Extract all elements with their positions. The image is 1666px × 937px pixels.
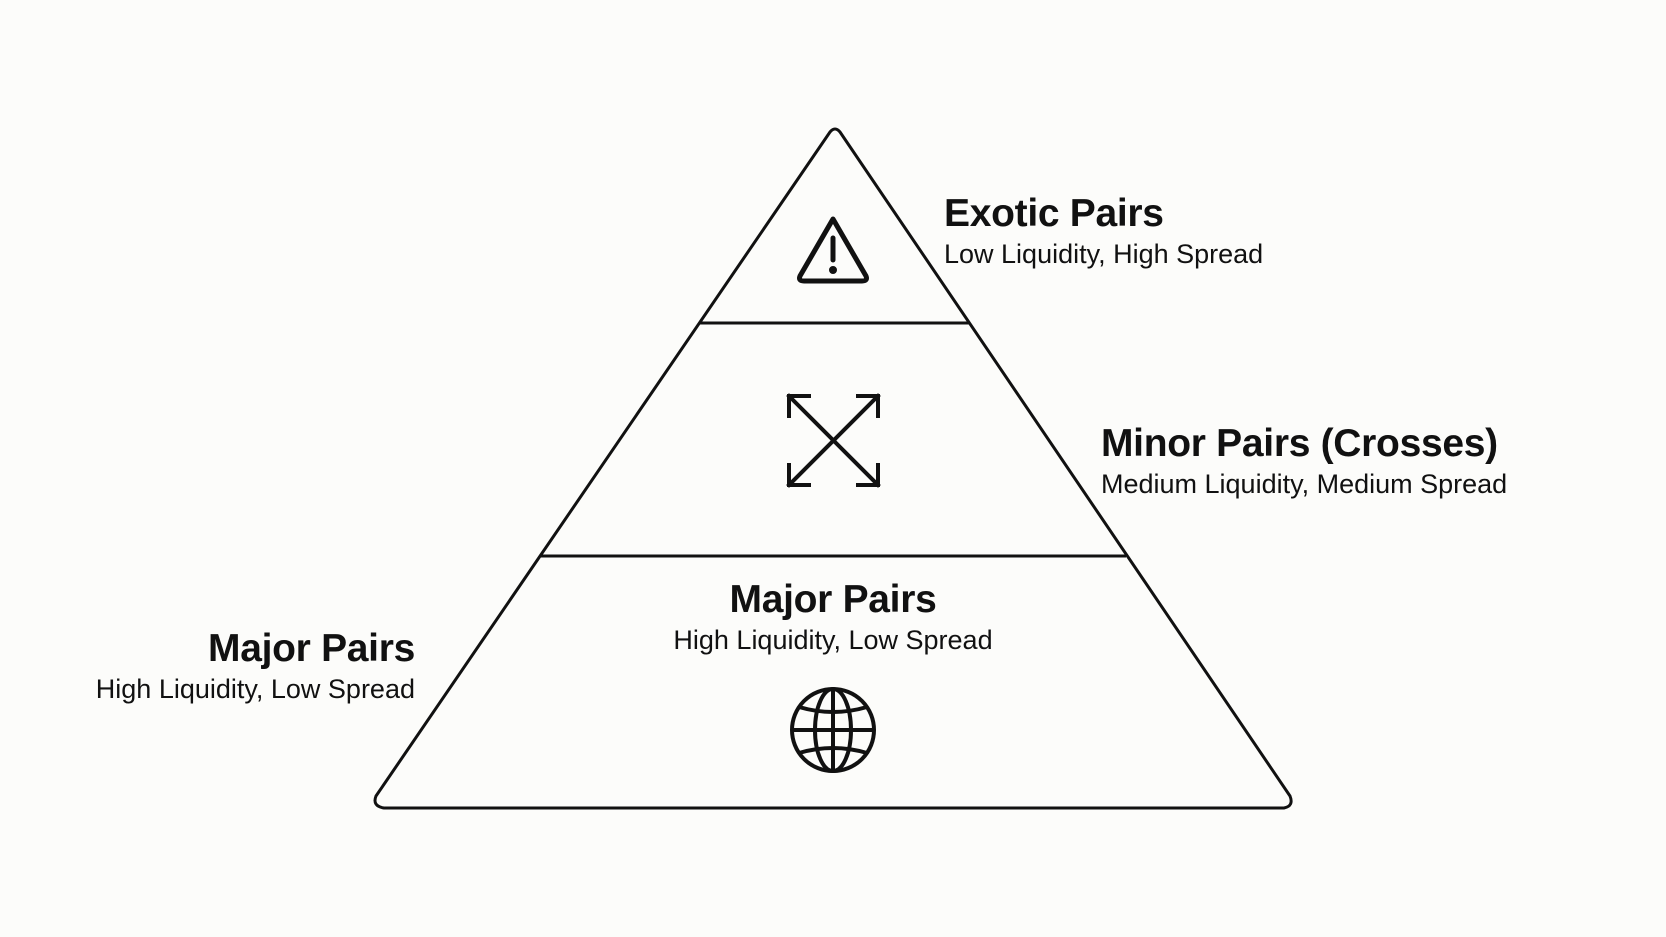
exotic-pairs-subtitle: Low Liquidity, High Spread bbox=[944, 239, 1264, 269]
major-pairs-inner-subtitle: High Liquidity, Low Spread bbox=[673, 625, 993, 655]
exotic-pairs-title: Exotic Pairs bbox=[944, 192, 1164, 235]
major-pairs-inner-label: Major Pairs High Liquidity, Low Spread bbox=[633, 578, 1033, 656]
cross-arrows-icon bbox=[786, 393, 881, 488]
minor-pairs-title: Minor Pairs (Crosses) bbox=[1101, 422, 1498, 465]
major-pairs-outer-label: Major Pairs High Liquidity, Low Spread bbox=[40, 627, 416, 705]
major-pairs-outer-subtitle: High Liquidity, Low Spread bbox=[95, 674, 415, 704]
minor-pairs-subtitle: Medium Liquidity, Medium Spread bbox=[1101, 469, 1508, 499]
globe-icon bbox=[790, 687, 876, 773]
warning-triangle-icon bbox=[797, 216, 869, 284]
exotic-pairs-label: Exotic Pairs Low Liquidity, High Spread bbox=[944, 192, 1263, 270]
major-pairs-inner-title: Major Pairs bbox=[729, 578, 937, 621]
minor-pairs-label: Minor Pairs (Crosses) Medium Liquidity, … bbox=[1101, 422, 1507, 500]
pyramid-outline bbox=[373, 127, 1293, 810]
major-pairs-outer-title: Major Pairs bbox=[208, 627, 415, 670]
